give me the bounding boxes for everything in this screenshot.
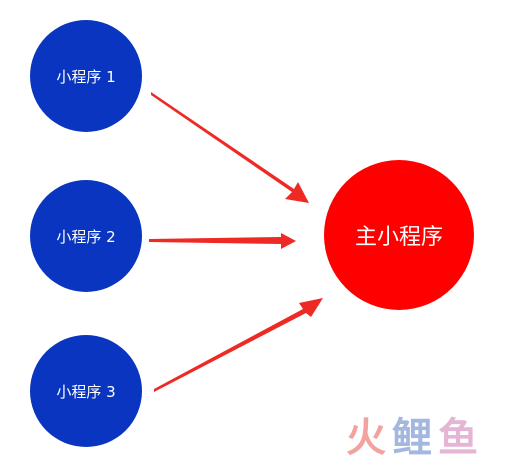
watermark-char-1: 火 xyxy=(346,415,392,461)
node-label: 小程序 3 xyxy=(56,382,116,401)
watermark-logo: 火鲤鱼 xyxy=(346,418,484,458)
arrow-sub2-to-main xyxy=(149,233,296,249)
watermark-char-3: 鱼 xyxy=(438,415,484,461)
arrow-sub1-to-main xyxy=(151,92,309,203)
node-label: 主小程序 xyxy=(354,225,443,250)
watermark-char-2: 鲤 xyxy=(392,415,438,461)
node-label: 小程序 2 xyxy=(56,227,116,246)
node-sub-program-3: 小程序 3 xyxy=(30,335,142,447)
arrow-sub3-to-main xyxy=(154,298,323,392)
node-main-program: 主小程序 xyxy=(324,160,474,310)
node-sub-program-1: 小程序 1 xyxy=(30,20,142,132)
node-sub-program-2: 小程序 2 xyxy=(30,180,142,292)
node-label: 小程序 1 xyxy=(56,67,116,86)
